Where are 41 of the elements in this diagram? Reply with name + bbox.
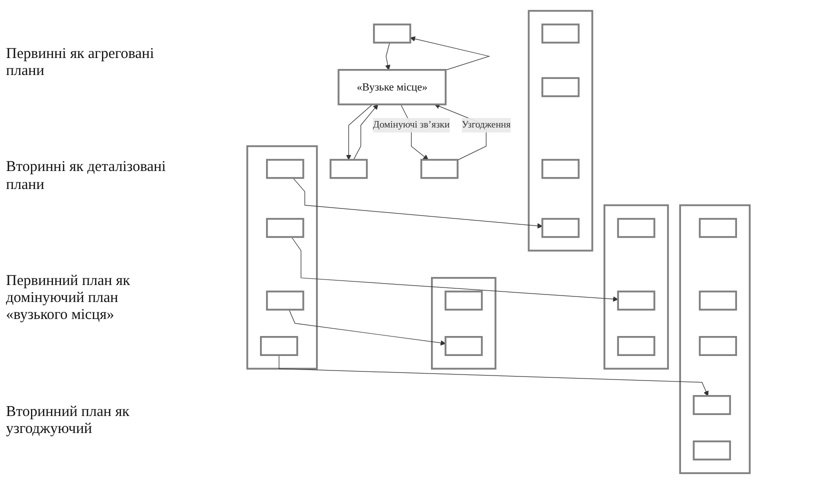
arrow [385,42,390,70]
node-box [698,290,738,311]
node-box [698,336,738,356]
node-box [373,24,412,44]
node-box [617,336,656,356]
note-text: Первинні як агреговані плани [6,46,155,80]
node-box [260,336,298,356]
cluster [430,276,496,370]
edge-label: Узгодження [462,120,511,130]
arrow [410,36,490,70]
node-box [692,395,731,416]
node-box [698,218,738,238]
cluster [528,10,594,252]
edge-label: Домінуючі зв’язки [372,120,450,130]
node-box [444,336,483,356]
node-box [266,218,304,238]
arrow [278,354,708,396]
node-box [692,440,731,460]
node-box [541,218,580,238]
arrow [291,236,618,302]
node-box [617,290,656,311]
node-box [266,290,304,311]
arrow [353,104,378,160]
node-box: «Вузьке місце» [338,68,447,106]
node-box [444,290,483,311]
node-box [420,158,459,179]
cluster [604,204,669,370]
node-box [617,218,656,238]
arrow [292,178,543,229]
node-box [541,24,580,44]
cluster [679,204,751,474]
note-text: Вторинні як деталізовані плани [6,159,167,194]
arrow [346,104,373,160]
note-text: Первинний план як домінуючий план «вузького місця» [6,272,132,325]
arrow [288,309,446,346]
cluster [246,145,318,370]
node-box [330,158,368,179]
node-box [266,158,304,179]
node-box [541,158,580,179]
node-box [541,77,580,98]
note-text: Вторинний план як узгоджуючий [6,404,130,438]
